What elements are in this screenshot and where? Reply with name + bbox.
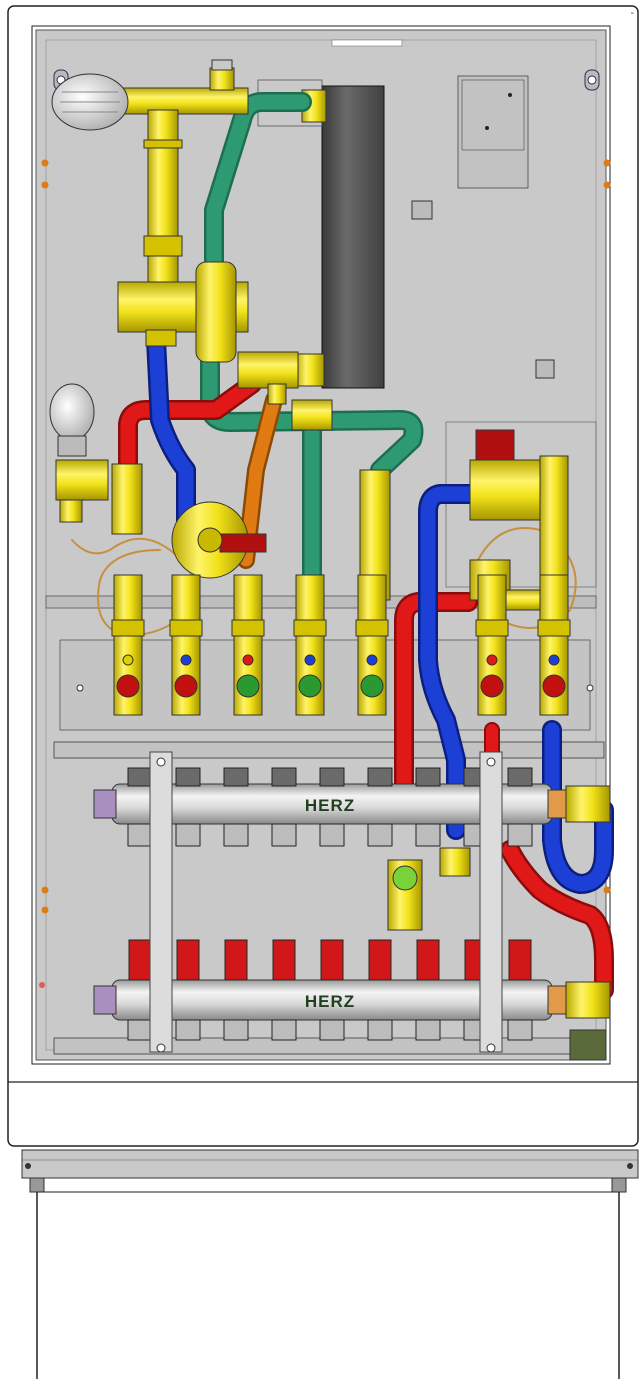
manifold-outlet-icon: [367, 823, 393, 847]
heat-exchanger-icon: [257, 79, 385, 389]
manifold-cap-icon: [367, 767, 393, 787]
mounting-eye-right-icon: [584, 69, 600, 91]
manifold-outlet-icon: [271, 1019, 297, 1041]
manifold-outlet-icon: [175, 1019, 201, 1041]
flow-meter-icon: [508, 939, 532, 981]
manifold-cap-icon: [507, 767, 533, 787]
flow-meter-icon: [176, 939, 200, 981]
manifold-upper-brand: HERZ: [305, 796, 355, 815]
manifold-outlet-icon: [507, 1019, 533, 1041]
corner-mark: -: [630, 8, 634, 19]
flow-meter-icon: [368, 939, 392, 981]
manifold-outlet-icon: [319, 823, 345, 847]
manifold-lower-icon: [93, 979, 611, 1061]
manifold-upper-icon: [93, 783, 611, 825]
manifold-outlet-icon: [271, 823, 297, 847]
manifold-cap-icon: [319, 767, 345, 787]
zone-valve-icon: [475, 574, 509, 716]
flow-meter-icon: [416, 939, 440, 981]
thermostatic-head-left-icon: [49, 383, 95, 457]
manifold-cap-icon: [175, 767, 201, 787]
flow-meter-icon: [272, 939, 296, 981]
thermostatic-head-icon: [51, 73, 129, 131]
manifold-cap-icon: [127, 767, 153, 787]
flow-meter-icon: [128, 939, 152, 981]
mounting-bracket-icon: [149, 751, 503, 1053]
zone-valve-icon: [169, 574, 203, 716]
manifold-cap-icon: [271, 767, 297, 787]
zone-valve-icon: [355, 574, 389, 716]
upper-brass-fittings: [49, 59, 569, 611]
manifold-ports: [127, 767, 533, 1041]
cabinet-base: [21, 1149, 639, 1379]
manifold-cap-icon: [223, 767, 249, 787]
manifold-outlet-icon: [415, 1019, 441, 1041]
zone-valves: [111, 574, 571, 716]
manifold-lower-brand: HERZ: [305, 992, 355, 1011]
manifold-outlet-icon: [367, 1019, 393, 1041]
zone-valve-icon: [111, 574, 145, 716]
flow-meter-icon: [224, 939, 248, 981]
zone-valve-icon: [537, 574, 571, 716]
manifold-outlet-icon: [223, 823, 249, 847]
manifold-outlet-icon: [223, 1019, 249, 1041]
manifold-cap-icon: [415, 767, 441, 787]
manifold-outlet-icon: [415, 823, 441, 847]
manifold-outlet-icon: [175, 823, 201, 847]
pump-icon: [171, 501, 267, 579]
manifold-outlet-icon: [127, 1019, 153, 1041]
manifold-outlet-icon: [507, 823, 533, 847]
manifold-outlet-icon: [127, 823, 153, 847]
zone-valve-icon: [293, 574, 327, 716]
manifold-outlet-icon: [319, 1019, 345, 1041]
fill-valve-icon: [387, 847, 471, 931]
flow-meter-icon: [320, 939, 344, 981]
zone-valve-icon: [231, 574, 265, 716]
